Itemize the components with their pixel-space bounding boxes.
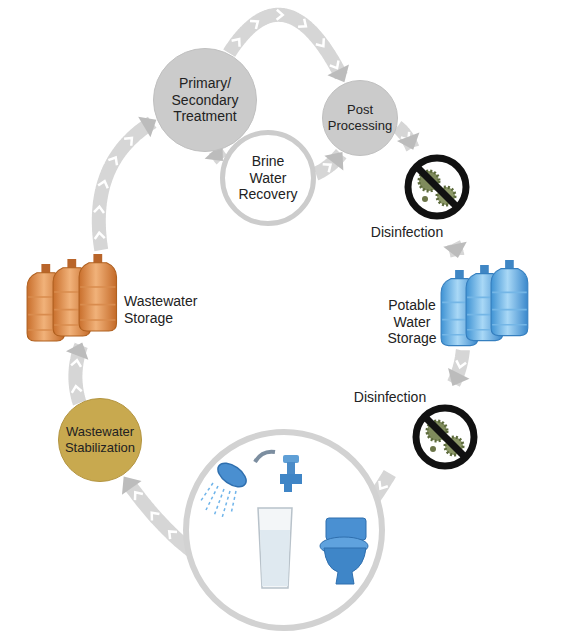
node-label: Primary/ Secondary Treatment [163, 48, 247, 152]
arrow-head [327, 64, 349, 82]
recovery-circle: Brine Water Recovery [220, 130, 316, 226]
flow-chevron [455, 360, 466, 368]
flow-chevron [108, 155, 120, 165]
flow-band [397, 127, 419, 150]
arrow-head [448, 368, 469, 386]
flow-chevron [316, 38, 328, 49]
flow-chevron [307, 556, 317, 568]
disinfection-stage: Disinfection [348, 386, 480, 472]
arrow-head [66, 342, 88, 359]
flow-chevron [186, 545, 197, 557]
potable-bottles [441, 260, 528, 346]
flow-chevron [361, 502, 373, 513]
node-label: Wastewater Stabilization [50, 398, 150, 482]
arrow-head [324, 152, 343, 170]
flow-chevron [232, 36, 244, 47]
flow-chevron [71, 359, 82, 366]
disinfection-icon [416, 408, 474, 466]
disinfection-stage: Disinfection [365, 150, 475, 243]
flow-chevron [401, 132, 413, 143]
flow-band-path [99, 122, 152, 250]
node-label: Disinfection [348, 386, 432, 408]
flow-chevron [323, 161, 334, 173]
flow-band [443, 242, 466, 258]
flow-band [316, 152, 343, 174]
flow-band-path [397, 127, 412, 148]
flow-chevron [284, 567, 293, 578]
flow-chevron [166, 528, 177, 539]
flow-chevron [98, 180, 109, 189]
node-label: Potable Water Storage [380, 294, 444, 350]
node-label: Disinfection [365, 222, 449, 243]
flow-band [94, 117, 156, 250]
flow-chevron [131, 489, 143, 500]
flow-chevron [298, 19, 309, 31]
disinfection-icon [408, 158, 466, 216]
stabilization-circle: Wastewater Stabilization [58, 398, 142, 482]
flow-band-path [130, 474, 389, 578]
process-circle: Post Processing [322, 80, 398, 156]
flow-chevron [71, 385, 82, 392]
flow-band [122, 474, 390, 583]
node-label: Post Processing [324, 80, 396, 156]
flow-chevron [330, 60, 342, 70]
flow-band [66, 342, 88, 402]
node-label: Wastewater Storage [124, 290, 204, 330]
storage-stage: Potable Water Storage [380, 258, 535, 350]
flow-chevron [94, 232, 104, 239]
flow-band-path [229, 15, 341, 76]
flow-chevron [346, 522, 357, 533]
flow-chevron [376, 481, 388, 491]
arrow-head [397, 132, 419, 149]
flow-chevron [327, 541, 338, 552]
flow-chevron [260, 572, 266, 582]
storage-stage: Wastewater Storage [24, 250, 202, 342]
arrow-head [122, 476, 142, 494]
flow-chevron [94, 206, 104, 213]
wastewater-bottles [27, 254, 116, 341]
arrow-head [443, 242, 466, 258]
flow-band-path [316, 154, 341, 174]
flow-chevron [233, 569, 241, 580]
treatment-circle: Primary/ Secondary Treatment [153, 48, 257, 152]
flow-chevron [277, 10, 283, 20]
flow-band [448, 350, 469, 386]
flow-chevron [209, 559, 219, 571]
flow-chevron [148, 509, 159, 520]
flow-band-path [75, 345, 81, 403]
flow-band-path [216, 151, 222, 159]
water-use-circle [186, 432, 382, 628]
arrow-head [138, 117, 156, 138]
flow-band-path [454, 350, 463, 383]
node-label: Brine Water Recovery [233, 130, 303, 226]
flow-chevron [250, 17, 261, 29]
flow-chevron [145, 118, 156, 130]
flow-band-path [454, 243, 458, 255]
flow-chevron [124, 134, 135, 145]
